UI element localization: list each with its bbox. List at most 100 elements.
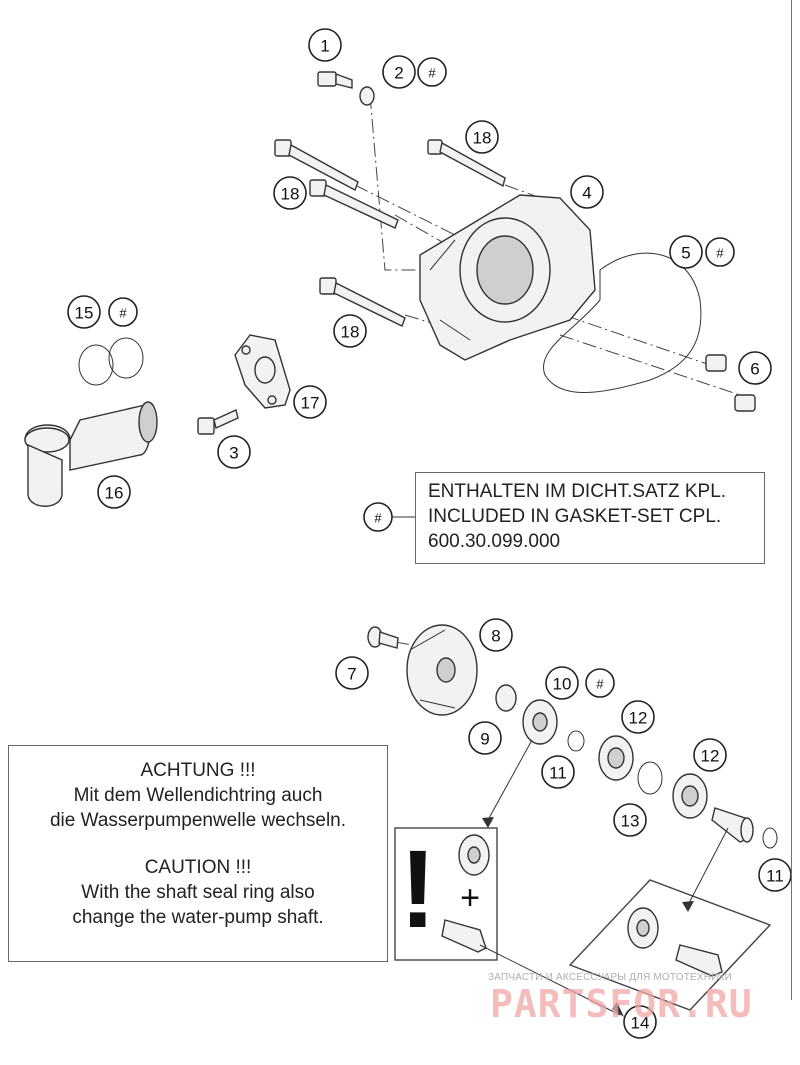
water-pump-cover-part-4 (419, 194, 596, 361)
impeller-part-8 (406, 624, 478, 716)
o-ring-part-15 (78, 337, 144, 386)
kit-box-part-14 (568, 879, 772, 1011)
callout-label: 16 (105, 484, 124, 503)
callout-12: 12 (693, 738, 727, 772)
callout-label: 5 (681, 244, 690, 263)
callout-label: 14 (631, 1014, 650, 1033)
hash-label: # (374, 511, 382, 526)
long-bolt-part-18a (427, 139, 506, 188)
callout-label: 7 (347, 665, 356, 684)
flange-gasket-part-17 (234, 334, 291, 409)
assembly-line-1 (369, 94, 420, 271)
sleeve-part-6 (705, 354, 756, 412)
callout-9: 9 (468, 721, 502, 755)
callout-label: 1 (320, 37, 329, 56)
watermark-caption: ЗАПЧАСТИ И АКСЕССУАРЫ ДЛЯ МОТОТЕХНИКИ (488, 972, 733, 983)
callout-label: 17 (301, 394, 320, 413)
callout-label: 11 (766, 867, 784, 886)
long-bolt-part-18b (274, 139, 359, 191)
callout-18: 18 (273, 176, 307, 210)
elbow-fitting-part-16 (24, 401, 158, 507)
hash-label: # (428, 66, 436, 81)
bolt-part-7 (367, 626, 399, 649)
callout-7: 7 (335, 656, 369, 690)
caution-de-line-2: die Wasserpumpenwelle wechseln. (49, 810, 347, 831)
page-edge-line (791, 0, 792, 1000)
circlip-part-11a (567, 730, 585, 752)
callout-8: 8 (479, 618, 513, 652)
callout-label: 4 (582, 184, 591, 203)
callout-label: 2 (394, 64, 403, 83)
callout-label: 9 (480, 730, 489, 749)
bearing-part-12a (598, 735, 634, 781)
caution-en-line-2: change the water-pump shaft. (72, 907, 324, 928)
assembly-line-7 (559, 334, 741, 396)
gasket-set-note: ENTHALTEN IM DICHT.SATZ KPL. INCLUDED IN… (415, 472, 765, 564)
callout-label: 18 (473, 129, 492, 148)
callout-label: 11 (549, 764, 567, 783)
circlip-part-11b (762, 827, 778, 849)
callout-11: 11 (758, 858, 792, 892)
callout-label: 13 (621, 812, 640, 831)
callout-5: 5 (669, 235, 703, 269)
gasket-note-line-2: INCLUDED IN GASKET-SET CPL. (428, 506, 722, 527)
caution-en-line-1: With the shaft seal ring also (81, 882, 315, 903)
shaft-seal-part-10 (522, 699, 558, 745)
washer-part-9 (495, 684, 517, 712)
arrow-to-warning-box (487, 739, 533, 821)
gasket-set-marker: # (417, 57, 447, 87)
watermark-logo: PARTSFOR.RU (490, 982, 753, 1026)
callout-11: 11 (541, 755, 575, 789)
long-bolt-part-18d (319, 277, 406, 327)
callout-18: 18 (465, 120, 499, 154)
callout-18: 18 (333, 314, 367, 348)
exclamation-icon: ! (399, 828, 437, 951)
caution-en-title: CAUTION !!! (144, 857, 252, 878)
hash-label: # (119, 306, 127, 321)
gasket-set-marker: # (108, 297, 138, 327)
callout-15: 15 (67, 295, 101, 329)
plus-icon: + (460, 879, 480, 917)
long-bolt-part-18c (309, 179, 399, 229)
bearing-part-12b (672, 773, 708, 819)
callout-13: 13 (613, 803, 647, 837)
assembly-line-3 (354, 184, 456, 236)
bolt-part-3 (197, 409, 239, 435)
callout-label: 8 (491, 627, 500, 646)
callout-6: 6 (738, 351, 772, 385)
callout-label: 18 (281, 185, 300, 204)
callout-12: 12 (621, 700, 655, 734)
gasket-note-part-number: 600.30.099.000 (428, 531, 561, 552)
bolt-part-1 (317, 71, 353, 89)
callout-4: 4 (570, 175, 604, 209)
caution-note: ACHTUNG !!! Mit dem Wellendichtring auch… (8, 745, 388, 962)
callout-16: 16 (97, 475, 131, 509)
callout-label: 15 (75, 304, 94, 323)
arrow-to-kit-box (687, 827, 729, 906)
gasket-set-marker: # (363, 502, 393, 532)
callout-label: 10 (553, 675, 572, 694)
hash-label: # (716, 246, 724, 261)
assembly-line-8 (394, 641, 471, 656)
callout-17: 17 (293, 385, 327, 419)
callout-2: 2 (382, 55, 416, 89)
callout-1: 1 (308, 28, 342, 62)
callout-label: 3 (229, 444, 238, 463)
hash-label: # (596, 677, 604, 692)
gasket-note-line-1: ENTHALTEN IM DICHT.SATZ KPL. (428, 481, 727, 502)
gasket-set-marker: # (585, 668, 615, 698)
washer-part-2 (359, 86, 375, 106)
callout-label: 18 (341, 323, 360, 342)
callout-label: 12 (701, 747, 720, 766)
warning-box (394, 827, 498, 961)
snap-ring-part-13 (637, 761, 663, 795)
callout-14: 14 (623, 1005, 657, 1039)
callout-label: 6 (750, 360, 759, 379)
caution-de-title: ACHTUNG !!! (140, 760, 256, 781)
arrow-to-callout-14 (479, 944, 621, 1016)
caution-de-line-1: Mit dem Wellendichtring auch (73, 785, 323, 806)
pump-shaft-part (711, 807, 754, 843)
callout-3: 3 (217, 435, 251, 469)
